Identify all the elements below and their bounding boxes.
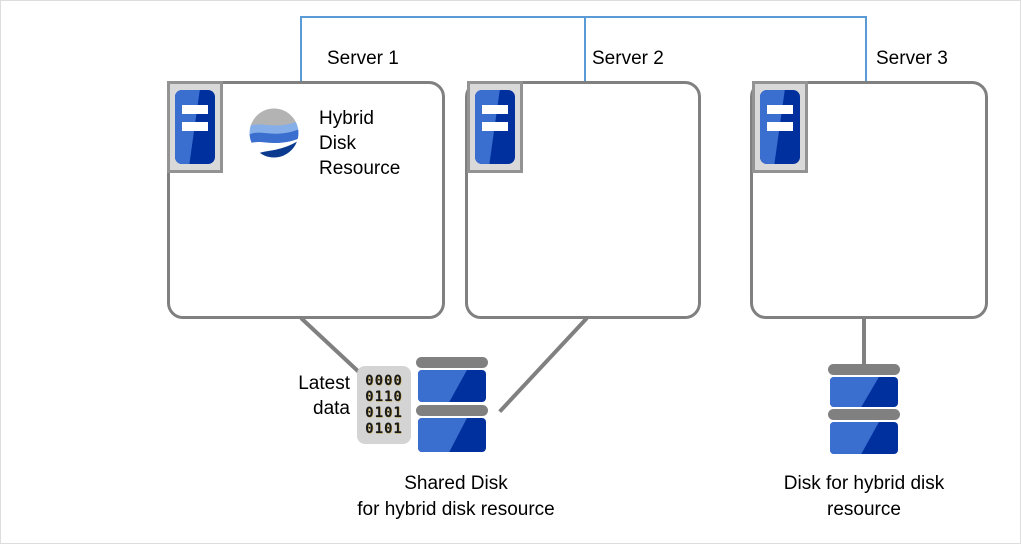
- server3-disk-stack: [828, 364, 900, 462]
- binary-row: 0110: [365, 389, 403, 405]
- shared-disk-caption: Shared Disk for hybrid disk resource: [306, 471, 606, 523]
- server-icon: [467, 81, 523, 173]
- server3-disk-caption-line-1: Disk for hybrid disk: [783, 473, 945, 494]
- shared-disk-caption-line-1: Shared Disk: [404, 473, 508, 494]
- hdr-line-3: Resource: [319, 158, 401, 179]
- server-icon: [167, 81, 223, 173]
- server-label-1: Server 1: [327, 48, 399, 69]
- hybrid-disk-resource-globe-icon: [248, 107, 300, 159]
- server-label-3: Server 3: [876, 48, 948, 69]
- disk-drum: [418, 370, 486, 402]
- shared-disk-stack: [416, 357, 488, 455]
- disk-drum: [418, 418, 486, 452]
- server-icon: [752, 81, 808, 173]
- hdr-line-2: Disk: [319, 133, 356, 154]
- hybrid-disk-resource-label: Hybrid Disk Resource: [319, 106, 400, 181]
- connector-server3-to-disk: [862, 317, 866, 367]
- network-drop-server-1: [300, 16, 302, 82]
- latest-data-line-1: Latest: [298, 373, 350, 394]
- shared-disk-caption-line-2: for hybrid disk resource: [357, 499, 555, 520]
- binary-data-block: 0000 0110 0101 0101: [357, 366, 411, 444]
- network-drop-server-2: [584, 16, 586, 82]
- disk-drum: [830, 422, 898, 454]
- disk-drum: [830, 377, 898, 407]
- network-drop-server-3: [865, 16, 867, 82]
- connector-server2-to-shared-disk: [498, 316, 589, 413]
- disk-platter: [828, 364, 900, 375]
- binary-row: 0000: [365, 373, 403, 389]
- binary-row: 0101: [365, 421, 403, 437]
- server-label-2: Server 2: [592, 48, 664, 69]
- server3-disk-caption-line-2: resource: [827, 499, 901, 520]
- latest-data-line-2: data: [313, 398, 350, 419]
- hdr-line-1: Hybrid: [319, 108, 374, 129]
- network-bus-horizontal: [300, 16, 867, 18]
- latest-data-label: Latest data: [245, 371, 350, 421]
- disk-platter: [416, 405, 488, 416]
- server3-disk-caption: Disk for hybrid disk resource: [739, 471, 989, 523]
- disk-platter: [828, 409, 900, 420]
- disk-platter: [416, 357, 488, 368]
- binary-row: 0101: [365, 405, 403, 421]
